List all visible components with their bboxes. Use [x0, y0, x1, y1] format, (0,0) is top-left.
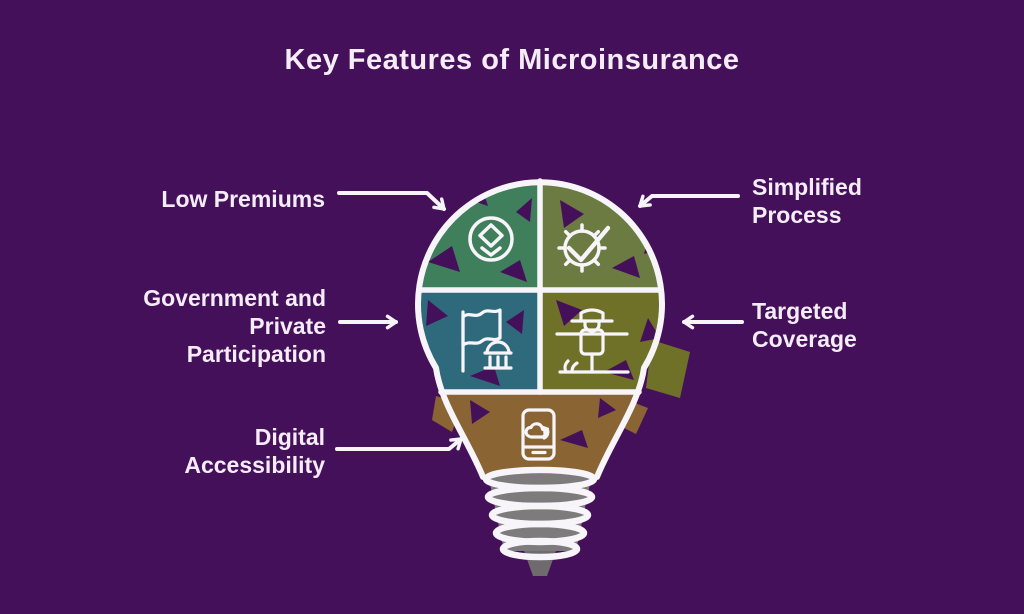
label-targeted-coverage: Targeted Coverage: [752, 297, 857, 353]
label-low-premiums: Low Premiums: [161, 185, 325, 213]
label-line: Targeted: [752, 298, 848, 324]
coin-value-icon: [468, 216, 514, 262]
label-government-private-participation: Government and Private Participation: [143, 284, 326, 368]
smartphone-cloud-icon: [521, 408, 556, 461]
map-landmark-icon: [461, 308, 513, 373]
scarecrow-icon: [555, 308, 630, 374]
connector-arrows: [335, 191, 744, 451]
gear-check-icon: [557, 223, 611, 273]
label-line: Digital: [254, 424, 325, 450]
label-line: Process: [752, 202, 842, 228]
arrow-digital-accessibility: [335, 437, 463, 451]
screw-base: [488, 474, 592, 551]
label-line: Simplified: [752, 174, 862, 200]
label-digital-accessibility: Digital Accessibility: [184, 423, 325, 479]
arrow-simplified-process: [638, 194, 740, 208]
label-line: Participation: [186, 341, 326, 367]
page-title: Key Features of Microinsurance: [284, 44, 740, 76]
arrow-low-premiums: [337, 191, 446, 211]
label-line: Coverage: [752, 326, 857, 352]
bulb-outline: [415, 179, 665, 480]
label-line: Government and: [143, 285, 326, 311]
label-line: Low Premiums: [161, 186, 325, 212]
label-line: Private: [249, 313, 326, 339]
label-line: Accessibility: [184, 452, 325, 478]
label-simplified-process: Simplified Process: [752, 173, 862, 229]
screw-threads: [482, 466, 598, 561]
